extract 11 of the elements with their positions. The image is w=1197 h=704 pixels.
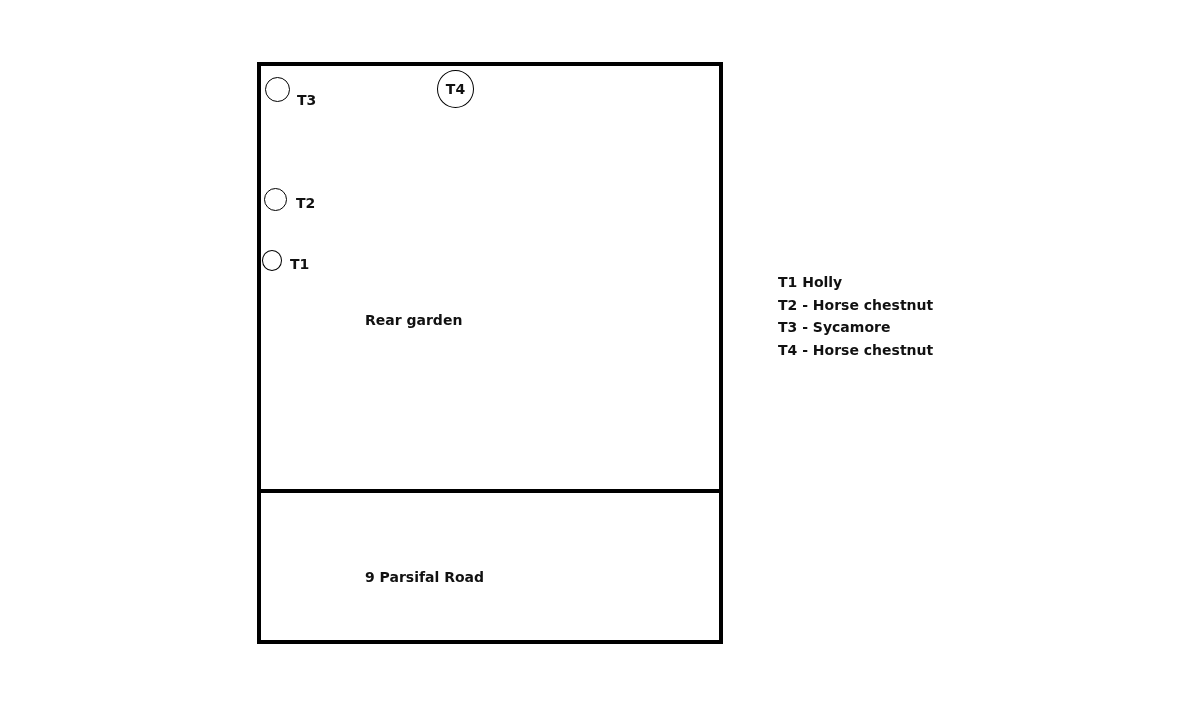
key-text: T2 - Horse chestnut — [778, 296, 934, 313]
garden-area — [257, 62, 723, 493]
tree-label: T1 — [290, 256, 310, 272]
key-text: T3 - Sycamore — [778, 319, 891, 335]
area-label: 9 Parsifal Road — [365, 569, 485, 585]
key-text: T4 - Horse chestnut — [778, 341, 934, 358]
tree-label: T3 — [297, 92, 317, 108]
tree-label: T2 — [296, 195, 316, 211]
area-label: Rear garden — [365, 312, 463, 328]
tree-label: T4 — [445, 81, 466, 97]
key-text: T1 Holly — [778, 274, 843, 290]
